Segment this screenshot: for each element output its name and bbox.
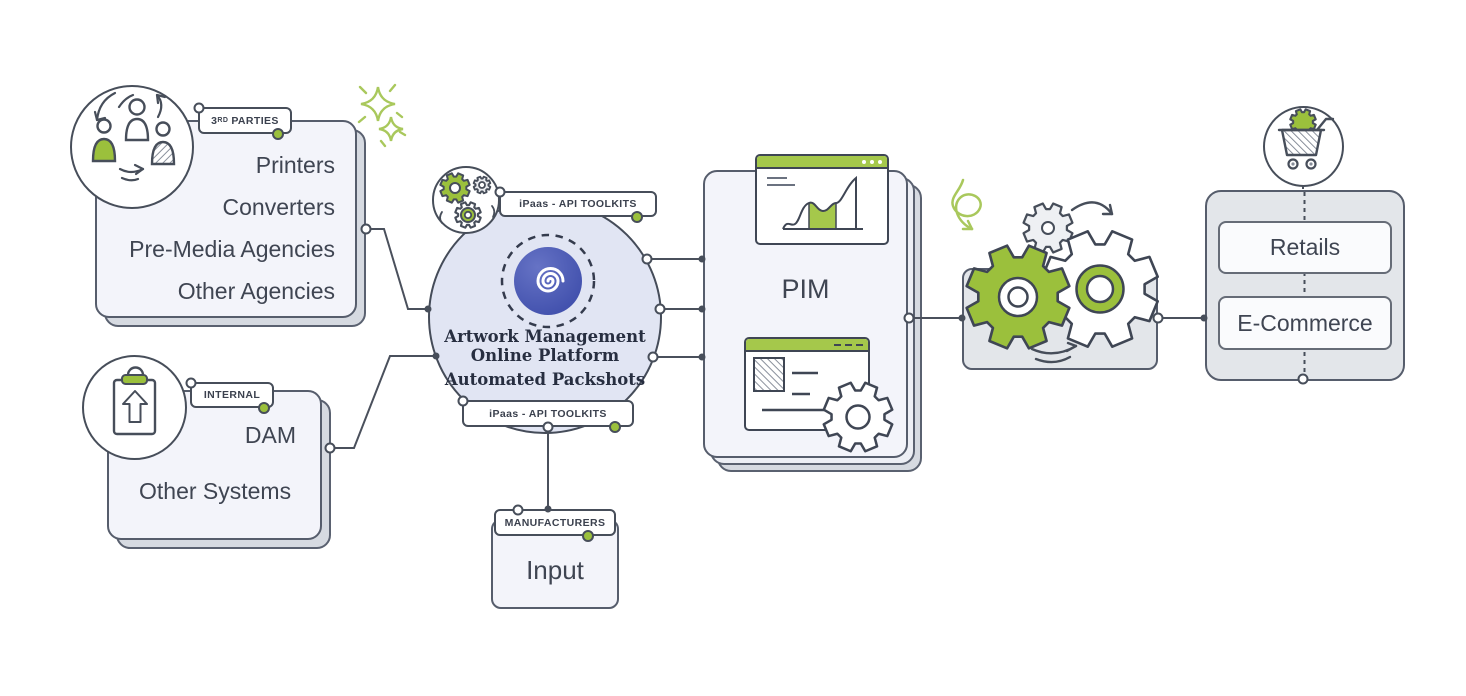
chart-browser-window-icon [755,154,889,245]
ipaas-bottom-tag: iPaas - API TOOLKITS [462,400,634,427]
internal-tag: INTERNAL [190,382,274,408]
list-item: Other Agencies [177,278,335,304]
spiral-icon [514,247,582,315]
ecommerce-box: E-Commerce [1218,296,1392,350]
window-dash-icon [856,343,863,346]
tag-text: iPaas - API TOOLKITS [519,198,637,210]
browser-titlebar [757,156,887,169]
platform-title-line1: Artwork Management [444,327,646,346]
window-dot-icon [870,159,874,164]
clipboard-upload-icon [82,355,187,460]
shopping-cart-icon [1263,106,1344,187]
tag-text: MANUFACTURERS [504,516,606,529]
manufacturers-label: Input [526,555,584,585]
list-item: Other Systems [139,478,292,504]
window-dash-icon [834,343,841,346]
browser-titlebar [746,339,868,352]
tag-text: PARTIES [231,114,279,127]
integration-gears-icon [432,166,500,234]
list-item: Pre-Media Agencies [129,236,335,262]
mini-chart [767,175,863,230]
list-item: DAM [244,422,296,448]
window-dot-icon [878,159,882,164]
tag-sup: RD [217,117,229,124]
ipaas-top-tag: iPaas - API TOOLKITS [499,191,657,217]
collaboration-people-icon [70,85,194,209]
platform-circle [428,200,662,434]
list-item: Converters [222,194,335,220]
manufacturers-tag: MANUFACTURERS [494,509,616,536]
window-dot-icon [862,159,866,164]
retails-label: Retails [1269,234,1341,260]
third-parties-list: Printers Converters Pre-Media Agencies O… [129,144,335,312]
platform-title-line2: Online Platform [470,346,620,365]
sparkles-icon-art [357,83,407,148]
platform-subtitle: Automated Packshots [444,370,646,389]
output-card [1205,190,1405,381]
transform-panel [962,268,1158,370]
ecommerce-label: E-Commerce [1237,309,1373,336]
settings-browser-window-icon [744,337,870,431]
window-dash-icon [845,343,852,346]
tag-text: 3 [211,114,218,127]
tag-text: INTERNAL [203,389,261,401]
list-item: Printers [255,152,335,178]
platform-title: Artwork Management Online Platform Autom… [433,327,657,389]
tag-text: iPaas - API TOOLKITS [489,407,607,420]
retails-box: Retails [1218,221,1392,274]
settings-window-content [753,357,826,412]
pim-label: PIM [781,274,830,304]
swirl-arrow-art [951,178,982,231]
